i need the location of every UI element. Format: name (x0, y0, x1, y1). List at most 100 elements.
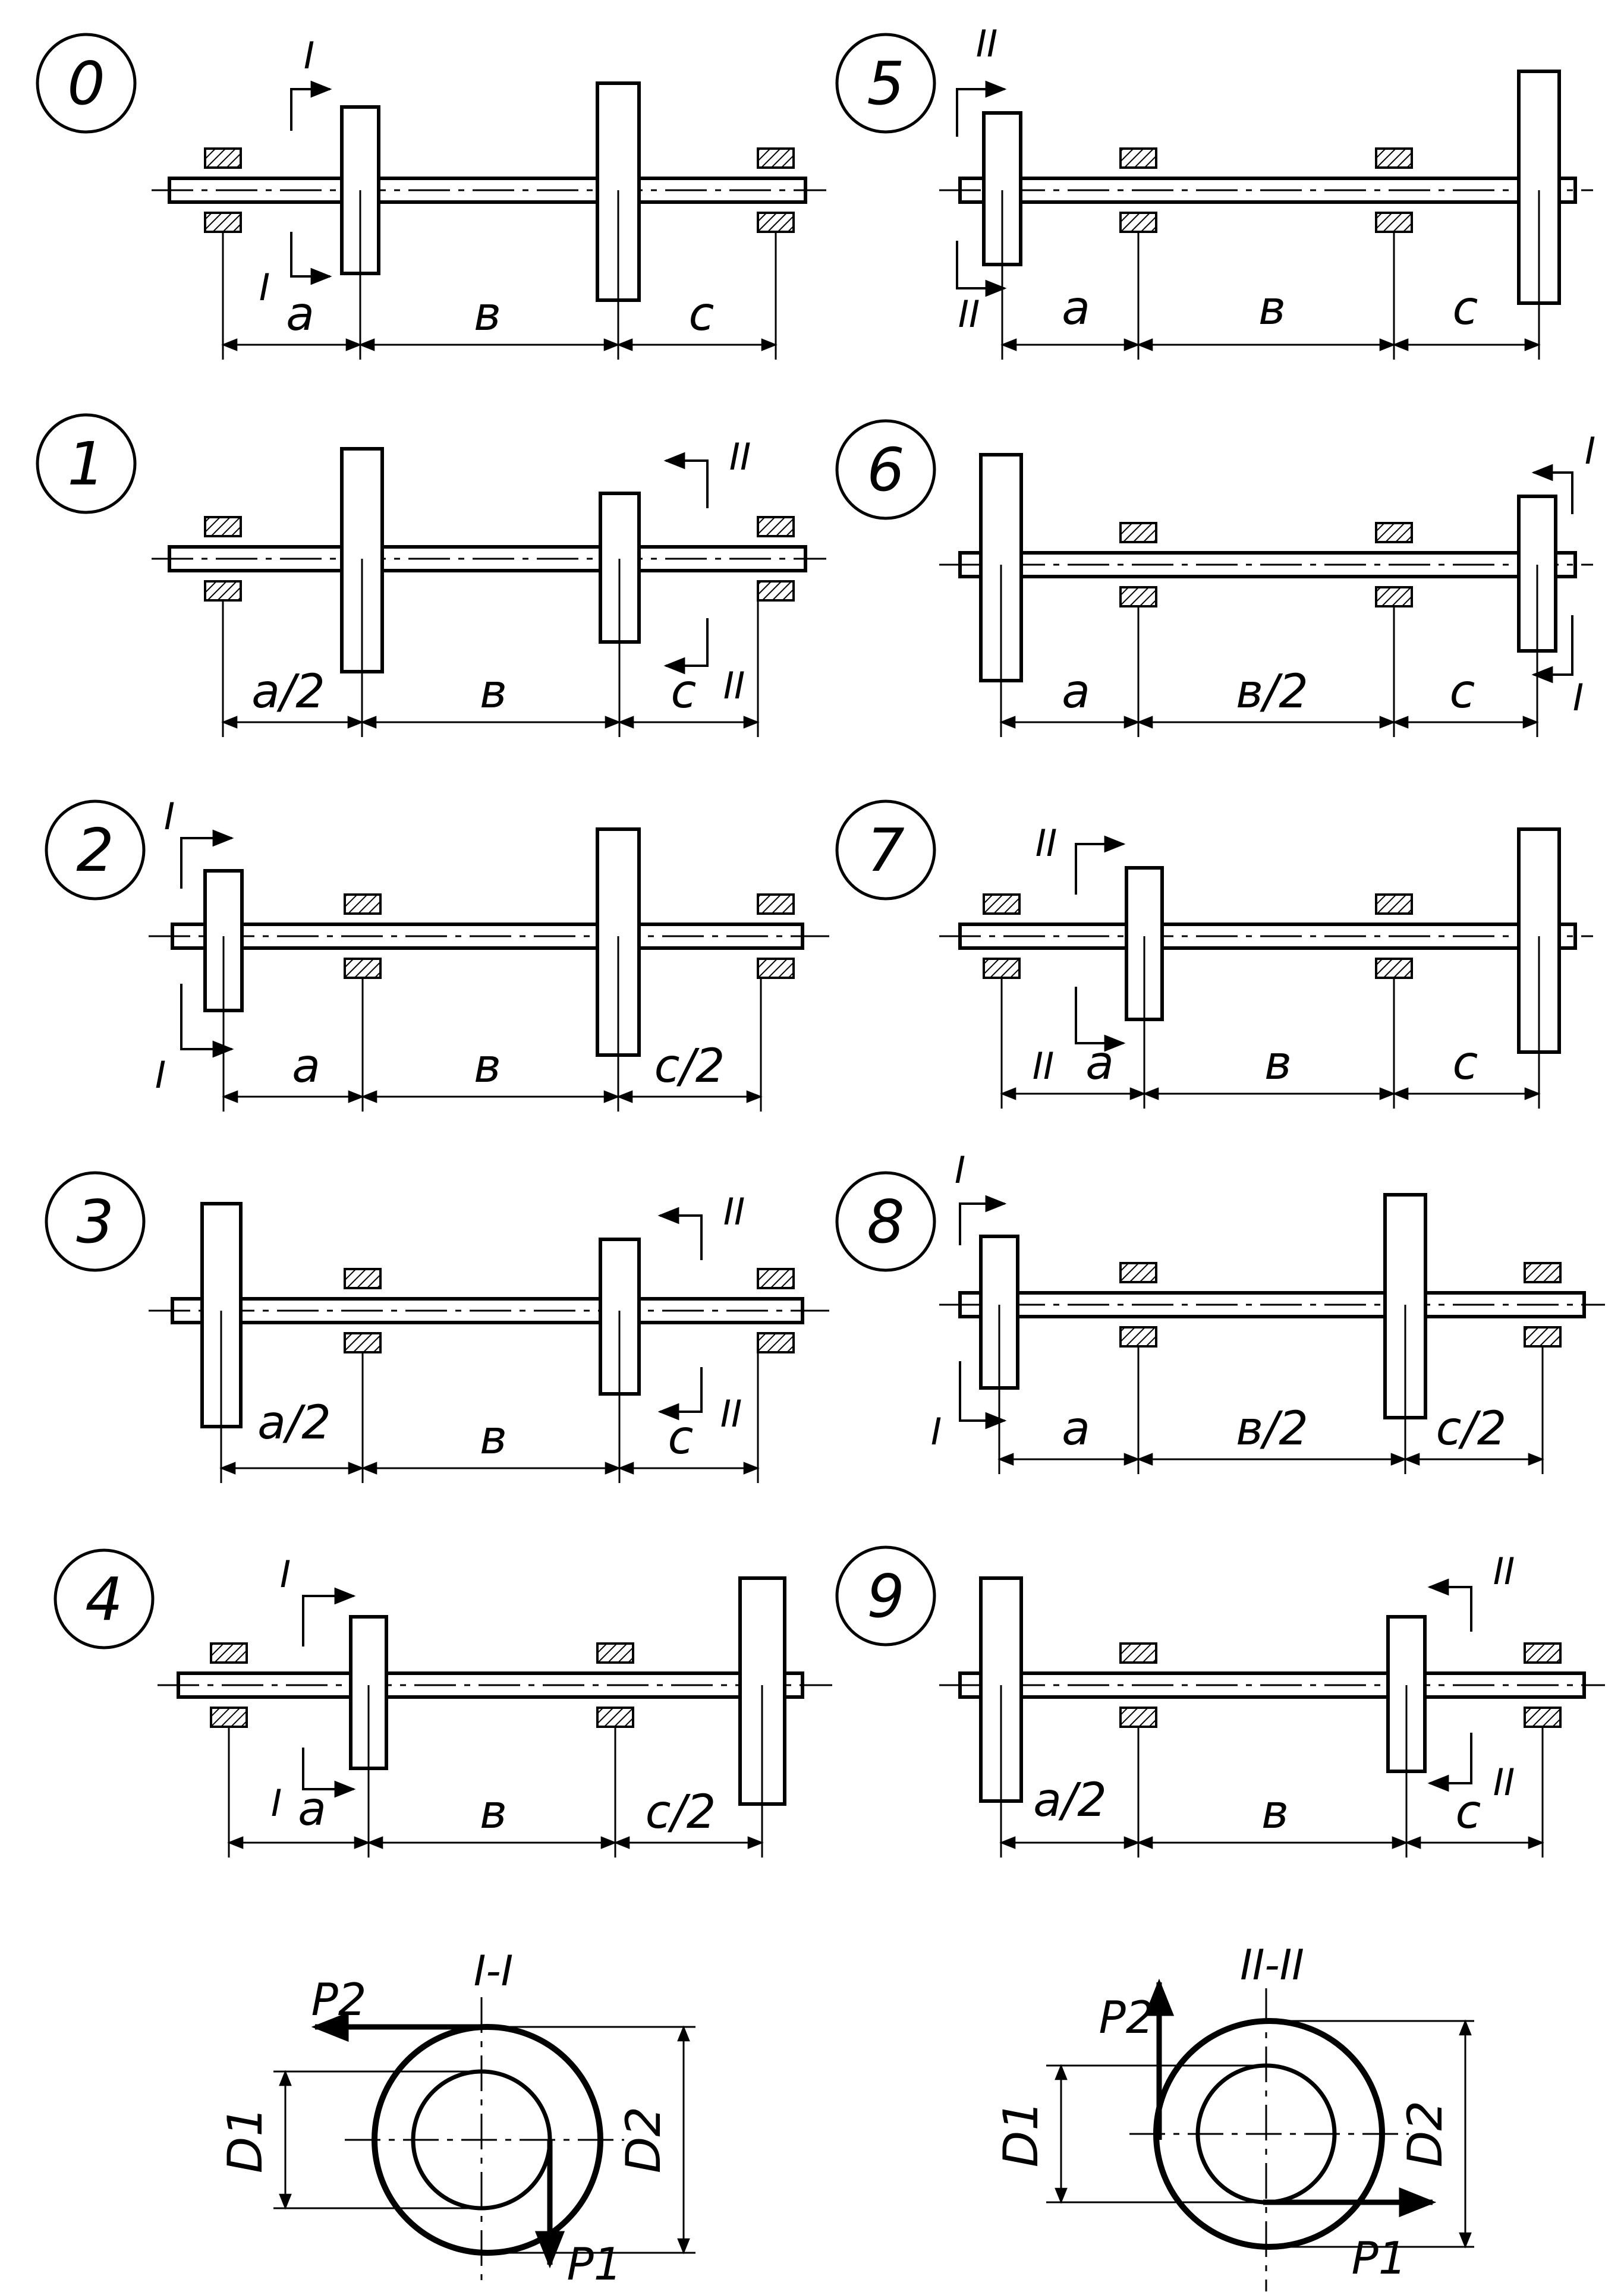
bearing-bottom (1119, 586, 1157, 607)
section-cut-mark (956, 241, 1007, 297)
dimension-a: a (1062, 665, 1090, 719)
bearing-bottom (1119, 212, 1157, 233)
shaft (171, 1297, 804, 1324)
scheme-9: 9 II II a/2 в c (835, 1545, 1605, 1858)
section-cut-mark (959, 1195, 1007, 1245)
section-label: I (304, 34, 314, 77)
shaft (958, 177, 1577, 204)
section-label: II (976, 22, 998, 65)
shaft (958, 1291, 1586, 1318)
bearing-top (757, 516, 795, 537)
section-cut-mark (663, 618, 709, 675)
section-label: I (931, 1410, 942, 1453)
p2-label: P2 (1099, 1991, 1154, 2044)
dimension-b: в (474, 288, 501, 341)
shaft (177, 1671, 804, 1699)
scheme-number: 9 (867, 1562, 905, 1631)
scheme-6: 6 I I a в/2 c (835, 419, 1595, 737)
shaft (168, 177, 807, 204)
bearing-bottom (757, 958, 795, 979)
section-label: II (723, 1190, 745, 1233)
bearing-bottom (1375, 212, 1413, 233)
dimension-b: в (474, 1040, 501, 1093)
bearing-top (1524, 1642, 1562, 1664)
scheme-number-circle (36, 413, 137, 514)
section-cut-mark (1427, 1733, 1472, 1792)
section-title: II-II (1240, 1941, 1304, 1989)
dimension-b: в (1264, 1037, 1292, 1090)
bearing-bottom (204, 580, 242, 602)
dimension-c: c (689, 288, 715, 341)
bearing-bottom (1524, 1707, 1562, 1728)
bearing-bottom (210, 1707, 248, 1728)
bearing-bottom (1524, 1326, 1562, 1348)
section-label: II (1033, 1044, 1055, 1088)
section-label: II (720, 1392, 742, 1435)
bearing-bottom (757, 1332, 795, 1353)
dimension-a: a (298, 1783, 326, 1836)
section-cut-mark (657, 1367, 703, 1421)
dimension-a: a (1062, 1402, 1090, 1456)
section-cut-mark (1427, 1578, 1472, 1632)
dimension-c: c (671, 665, 697, 719)
shaft (958, 551, 1577, 578)
shaft (958, 1671, 1586, 1699)
bearing-bottom (204, 212, 242, 233)
bearing-top (204, 147, 242, 169)
bearing-bottom (344, 1332, 382, 1353)
dimension-c: c/2 (654, 1040, 725, 1093)
scheme-number: 8 (867, 1187, 905, 1257)
scheme-5: 5 II II a в c (835, 22, 1593, 360)
bearing-bottom (757, 580, 795, 602)
bearing-bottom (344, 958, 382, 979)
dimension-c: c (1450, 665, 1475, 719)
section-label: I (955, 1148, 965, 1192)
dimension-b: в (1261, 1786, 1289, 1839)
shaft (171, 923, 804, 950)
scheme-number-circle (45, 799, 146, 901)
scheme-0: 0 I I a в c (36, 33, 826, 360)
scheme-number-circle (45, 1171, 146, 1272)
bearing-top (204, 516, 242, 537)
section-cut-mark (959, 1361, 1007, 1430)
section-label: I (164, 795, 175, 838)
dimension-a: a (286, 288, 314, 341)
section-cut-mark (663, 452, 709, 508)
dimension-a: a (292, 1040, 320, 1093)
bearing-top (757, 893, 795, 915)
scheme-4: 4 I I a в c/2 (53, 1548, 832, 1858)
bearing-top (344, 893, 382, 915)
section-cut-mark (180, 829, 234, 889)
bearing-top (1119, 1262, 1157, 1283)
dimension-b: в (480, 665, 507, 719)
bearing-top (757, 147, 795, 169)
dimension-c: c (1453, 282, 1478, 335)
scheme-7: 7 II II a в c (835, 799, 1593, 1109)
section-label: II (729, 435, 751, 478)
section-cut-mark (1075, 987, 1126, 1052)
dimension-c: c/2 (646, 1786, 716, 1839)
section-label: I (259, 266, 270, 309)
dimension-c: c (1456, 1786, 1481, 1839)
scheme-number: 4 (85, 1564, 123, 1634)
dimension-b: в (1258, 282, 1286, 335)
section-title: I-I (474, 1947, 514, 1995)
scheme-number: 3 (76, 1187, 114, 1257)
bearing-top (210, 1642, 248, 1664)
section-label: I (271, 1781, 282, 1825)
section-label: II (1493, 1550, 1515, 1593)
dimension-a: a/2 (251, 665, 325, 719)
section-cut-mark (1531, 464, 1573, 514)
p2-label: P2 (311, 1973, 367, 2026)
dimension-b: в (480, 1786, 507, 1839)
scheme-number: 2 (76, 816, 114, 885)
scheme-number: 5 (867, 49, 905, 118)
section-cut-mark (1075, 835, 1126, 895)
scheme-number-circle (835, 33, 936, 134)
scheme-number-circle (835, 1545, 936, 1647)
section-cut-mark (290, 232, 332, 285)
scheme-number-circle (36, 33, 137, 134)
section-cut-mark (1531, 615, 1573, 684)
